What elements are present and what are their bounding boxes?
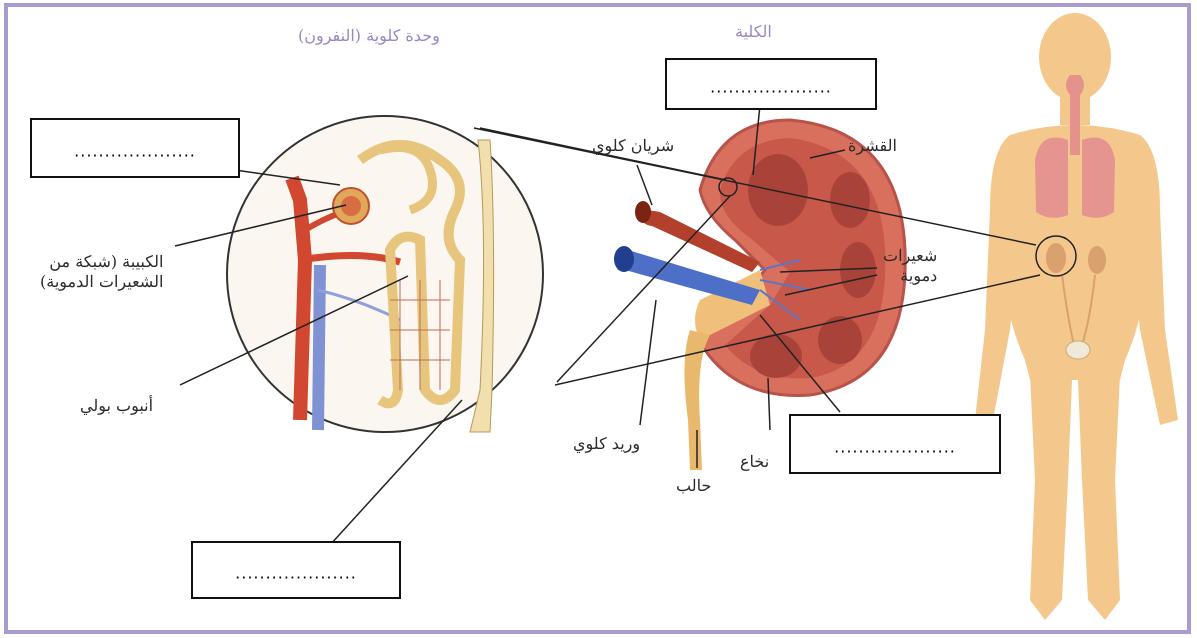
label-renal-artery: شريان كلوي xyxy=(592,136,674,156)
label-ureter: حالب xyxy=(676,476,711,496)
label-glomerulus: الكبيبة (شبكة من الشعيرات الدموية) xyxy=(40,252,163,292)
blank-box-top-kidney[interactable]: .................... xyxy=(665,58,877,110)
label-capillaries: شعيرات دموية xyxy=(883,246,937,286)
label-renal-vein: وريد كلوي xyxy=(573,434,640,454)
label-urinary-tubule: أنبوب بولي xyxy=(80,396,153,416)
label-medulla: نخاع xyxy=(740,452,769,472)
blank-box-right-medulla[interactable]: .................... xyxy=(789,414,1001,474)
blank-dots: .................... xyxy=(32,141,238,160)
blank-dots: .................... xyxy=(791,437,999,456)
nephron-title: وحدة كلوية (النفرون) xyxy=(298,26,440,45)
blank-dots: .................... xyxy=(667,77,875,96)
nephron-magnifier xyxy=(227,116,543,432)
blank-box-bottom-tubule[interactable]: .................... xyxy=(191,541,401,599)
kidney-title: الكلية xyxy=(735,22,772,41)
label-cortex: القشرة xyxy=(848,136,897,156)
blank-box-left-nephron[interactable]: .................... xyxy=(30,118,240,178)
blank-dots: .................... xyxy=(193,563,399,582)
